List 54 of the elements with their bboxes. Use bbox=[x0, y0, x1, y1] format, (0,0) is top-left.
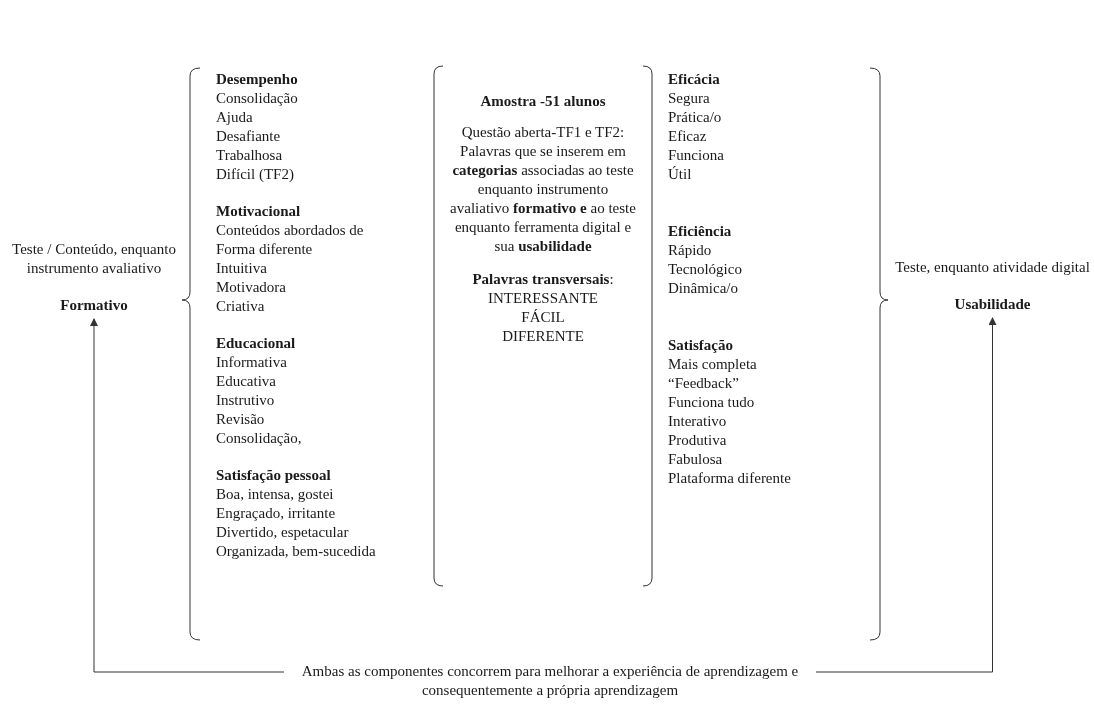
list-item: Trabalhosa bbox=[216, 146, 283, 165]
list-item: Organizada, bem-sucedida bbox=[216, 542, 376, 561]
list-item: Prática/o bbox=[668, 108, 722, 127]
list-item: Palavras transversais: bbox=[472, 270, 614, 289]
list-item: DIFERENTE bbox=[502, 327, 584, 346]
list-item: Mais completa bbox=[668, 355, 757, 374]
list-item: Rápido bbox=[668, 241, 712, 260]
list-item: INTERESSANTE bbox=[488, 289, 598, 308]
category-heading: Motivacional bbox=[216, 202, 301, 221]
node-text: Teste / Conteúdo, enquanto instrumento avaliativo bbox=[11, 240, 177, 278]
list-item: Informativa bbox=[216, 353, 287, 372]
category-heading: Eficácia bbox=[668, 70, 720, 89]
arrow bbox=[815, 317, 997, 673]
list-item: Difícil (TF2) bbox=[216, 165, 294, 184]
list-item: Ajuda bbox=[216, 108, 253, 127]
description-paragraph: Questão aberta-TF1 e TF2: Palavras que se inserem em categorias associadas ao teste enquanto instrumento avaliativo formativo e ao teste enquanto ferramenta digital e sua usabilidade bbox=[449, 123, 637, 256]
category-heading: Educacional bbox=[216, 334, 296, 353]
list-item: Consolidação bbox=[216, 89, 298, 108]
list-item: Produtiva bbox=[668, 431, 727, 450]
list-item: Desafiante bbox=[216, 127, 281, 146]
list-item: Funciona tudo bbox=[668, 393, 755, 412]
node-text: Teste, enquanto atividade digital bbox=[895, 258, 1090, 277]
category-heading: Satisfação pessoal bbox=[216, 466, 331, 485]
list-item: Motivadora bbox=[216, 278, 286, 297]
list-item: Segura bbox=[668, 89, 710, 108]
node-text: Ambas as componentes concorrem para melhorar a experiência de aprendizagem e consequentemente a própria aprendizagem bbox=[300, 662, 800, 700]
list-item: Intuitiva bbox=[216, 259, 267, 278]
list-item: Forma diferente bbox=[216, 240, 313, 259]
node-heading: Usabilidade bbox=[954, 295, 1031, 314]
list-item: Educativa bbox=[216, 372, 276, 391]
list-item: Instrutivo bbox=[216, 391, 275, 410]
list-item: Dinâmica/o bbox=[668, 279, 738, 298]
list-item: Consolidação, bbox=[216, 429, 302, 448]
list-item: Interativo bbox=[668, 412, 727, 431]
category-heading: Eficiência bbox=[668, 222, 732, 241]
list-item: Plataforma diferente bbox=[668, 469, 791, 488]
list-item: Revisão bbox=[216, 410, 265, 429]
category-heading: Satisfação bbox=[668, 336, 733, 355]
list-item: Criativa bbox=[216, 297, 265, 316]
list-item: Conteúdos abordados de bbox=[216, 221, 364, 240]
list-item: FÁCIL bbox=[521, 308, 565, 327]
list-item: “Feedback” bbox=[668, 374, 739, 393]
list-item: Funciona bbox=[668, 146, 724, 165]
list-item: Fabulosa bbox=[668, 450, 723, 469]
category-heading: Desempenho bbox=[216, 70, 298, 89]
list-item: Boa, intensa, gostei bbox=[216, 485, 334, 504]
list-item: Divertido, espetacular bbox=[216, 523, 349, 542]
list-item: Útil bbox=[668, 165, 692, 184]
list-item: Tecnológico bbox=[668, 260, 742, 279]
arrow bbox=[90, 318, 285, 673]
list-item: Eficaz bbox=[668, 127, 707, 146]
category-heading: Amostra -51 alunos bbox=[480, 92, 606, 111]
list-item: Engraçado, irritante bbox=[216, 504, 336, 523]
node-heading: Formativo bbox=[60, 296, 128, 315]
